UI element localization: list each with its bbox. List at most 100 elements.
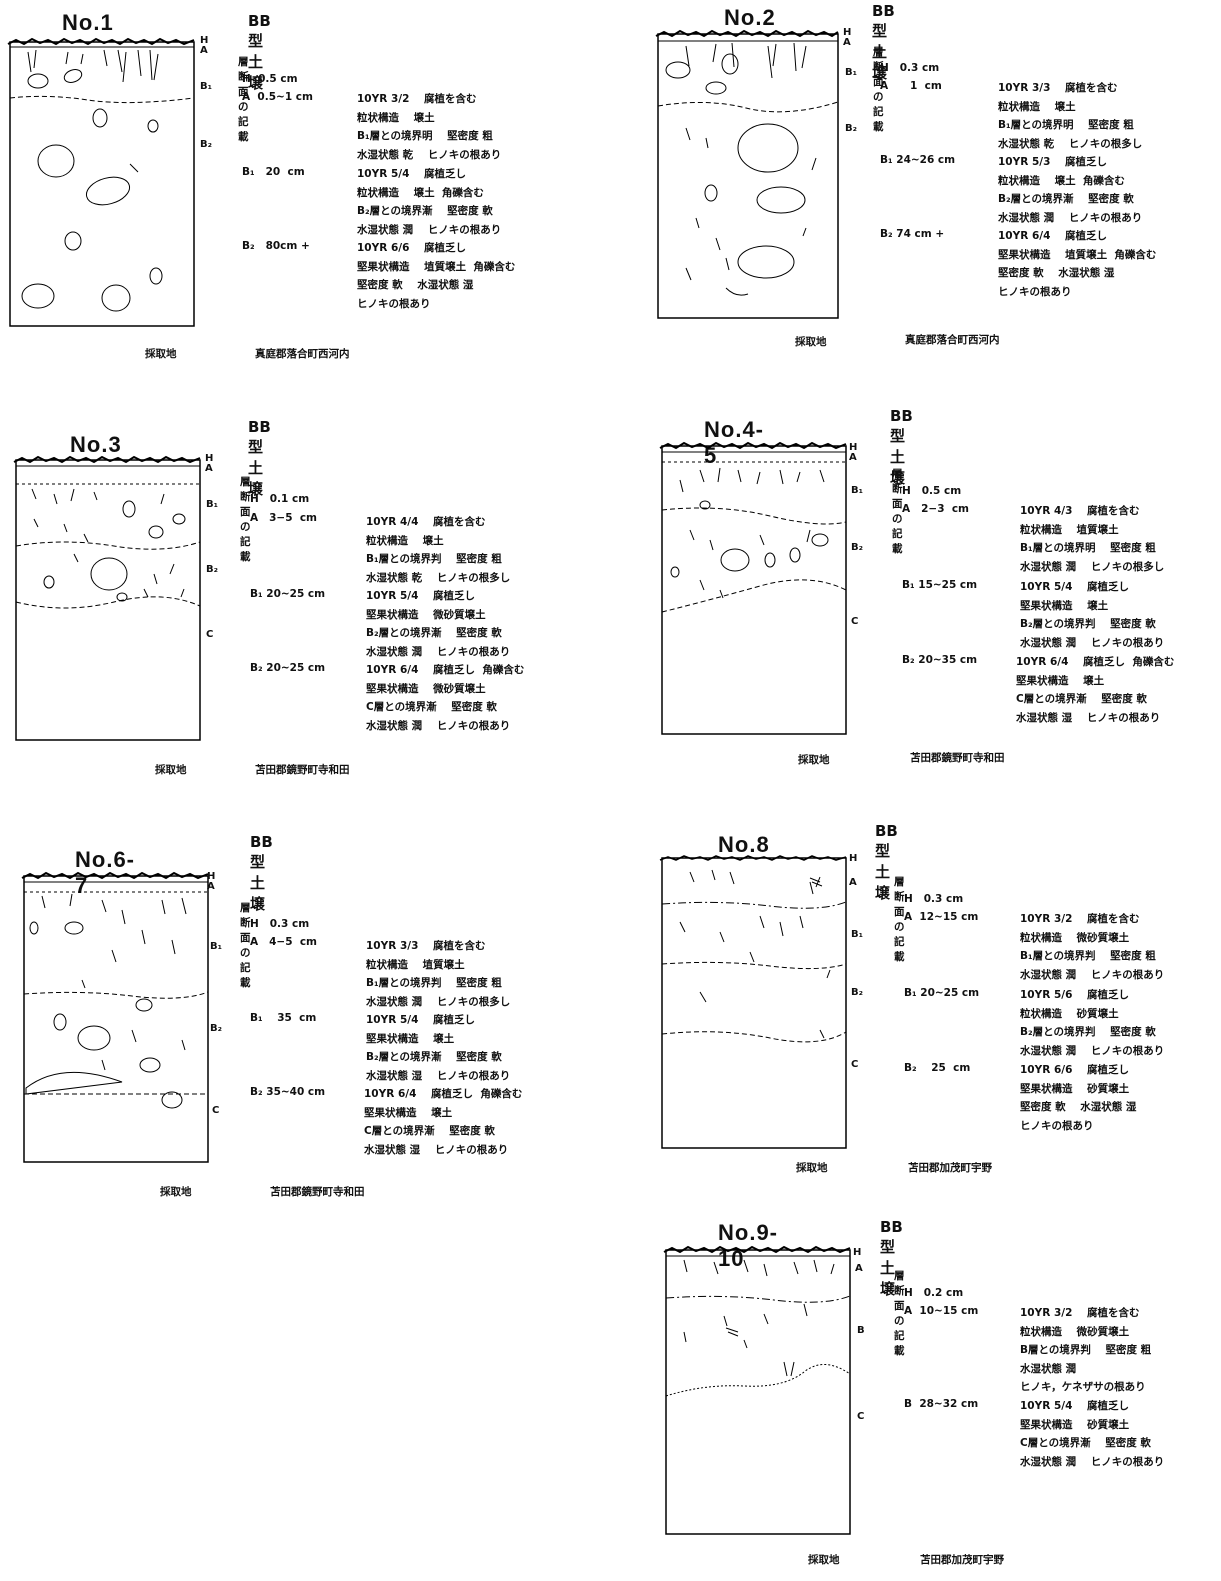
soil-type-title: BB型土壌 (250, 833, 273, 914)
desc-line: 10YR 4/3 腐植を含む (1020, 503, 1164, 522)
horizon-depth: H 0.5 cm (242, 73, 298, 85)
record-heading: 層断面の記載 (894, 1268, 905, 1358)
horizon-depth: B₂ 20~25 cm (250, 662, 325, 674)
desc-line: 粒状構造 壌土 (357, 110, 501, 129)
desc-line: 堅果状構造 砂質壌土 (1020, 1081, 1136, 1100)
desc-line: B₂層との境界判 堅密度 軟 (1020, 616, 1164, 635)
horizon-depth: H 0.2 cm (904, 1287, 963, 1299)
horizon-description: 10YR 6/4 腐植乏し 角礫含む 堅果状構造 壌土 C層との境界漸 堅密度 … (364, 1086, 522, 1160)
soil-profile-drawing-1 (8, 36, 208, 336)
desc-line: 水湿状態 潤 ヒノキの根あり (1020, 967, 1164, 986)
horizon-description: 10YR 5/4 腐植乏し 粒状構造 壌土 角礫含む B₂層との境界漸 堅密度 … (357, 166, 501, 240)
horizon-description: 10YR 3/2 腐植を含む 粒状構造 微砂質壌土 B層との境界判 堅密度 粗 … (1020, 1305, 1151, 1398)
record-heading: 層断面の記載 (892, 466, 903, 556)
horizon-label: C (212, 1106, 219, 1116)
horizon-label: B₁ (210, 942, 222, 952)
desc-line: B₂層との境界判 堅密度 軟 (1020, 1024, 1164, 1043)
location-label: 採取地 (798, 752, 830, 767)
horizon-label: B₂ (851, 988, 863, 998)
record-heading: 層断面の記載 (240, 474, 251, 564)
location-label: 採取地 (795, 334, 827, 349)
desc-line: 10YR 3/3 腐植を含む (998, 80, 1142, 99)
desc-line: B₁層との境界判 堅密度 粗 (366, 975, 510, 994)
horizon-depth: B 28~32 cm (904, 1398, 978, 1410)
desc-line: 粒状構造 砂質壌土 (1020, 1006, 1164, 1025)
desc-line: 水湿状態 潤 ヒノキの根多し (366, 994, 510, 1013)
horizon-depth: H 0.3 cm (880, 62, 939, 74)
horizon-label: C (851, 617, 858, 627)
horizon-description: 10YR 5/4 腐植乏し 堅果状構造 微砂質壌土 B₂層との境界漸 堅密度 軟… (366, 588, 510, 662)
desc-line: 粒状構造 壌土 角礫含む (357, 185, 501, 204)
desc-line: B₁層との境界判 堅密度 粗 (366, 551, 510, 570)
desc-line: ヒノキの根あり (357, 296, 515, 315)
horizon-depth: A 1 cm (880, 80, 942, 92)
horizon-description: 10YR 5/4 腐植乏し 堅果状構造 壌土 B₂層との境界判 堅密度 軟 水湿… (1020, 579, 1164, 653)
desc-line: 堅果状構造 埴質壌土 角礫含む (357, 259, 515, 278)
desc-line: 10YR 3/2 腐植を含む (1020, 911, 1164, 930)
desc-line: 水湿状態 潤 ヒノキの根あり (1020, 1454, 1164, 1473)
desc-line: 堅果状構造 微砂質壌土 (366, 607, 510, 626)
horizon-description: 10YR 5/3 腐植乏し 粒状構造 壌土 角礫含む B₂層との境界漸 堅密度 … (998, 154, 1142, 228)
desc-line: 水湿状態 潤 ヒノキの根あり (998, 210, 1142, 229)
horizon-label: A (849, 878, 857, 888)
desc-line: 堅果状構造 壌土 (364, 1105, 522, 1124)
desc-line: B₁層との境界判 堅密度 粗 (1020, 948, 1164, 967)
horizon-label: B₁ (851, 930, 863, 940)
desc-line: B₁層との境界明 堅密度 粗 (998, 117, 1142, 136)
horizon-depth: B₁ 20~25 cm (904, 987, 979, 999)
location-label: 採取地 (808, 1552, 840, 1567)
horizon-depth: H 0.5 cm (902, 485, 961, 497)
desc-line: 堅果状構造 壌土 (1016, 673, 1174, 692)
soil-type-title: BB型土壌 (248, 418, 271, 499)
horizon-depth: A 2−3 cm (902, 503, 969, 515)
horizon-description: 10YR 3/2 腐植を含む 粒状構造 壌土 B₁層との境界明 堅密度 粗 水湿… (357, 91, 501, 165)
desc-line: B₂層との境界漸 堅密度 軟 (366, 1049, 510, 1068)
horizon-label: C (857, 1412, 864, 1422)
desc-line: 水湿状態 湿 ヒノキの根あり (364, 1142, 522, 1161)
horizon-depth: B₁ 15~25 cm (902, 579, 977, 591)
horizon-depth: B₂ 80cm + (242, 240, 310, 252)
horizon-depth: B₁ 20~25 cm (250, 588, 325, 600)
desc-line: 10YR 3/3 腐植を含む (366, 938, 510, 957)
horizon-description: 10YR 6/6 腐植乏し 堅果状構造 埴質壌土 角礫含む 堅密度 軟 水湿状態… (357, 240, 515, 314)
soil-profile-drawing-6 (660, 852, 850, 1152)
desc-line: ヒノキの根あり (998, 284, 1156, 303)
desc-line: B₁層との境界明 堅密度 粗 (1020, 540, 1164, 559)
desc-line: 堅果状構造 壌土 (366, 1031, 510, 1050)
desc-line: 10YR 6/4 腐植乏し (998, 228, 1156, 247)
desc-line: 堅密度 軟 水湿状態 湿 (1020, 1099, 1136, 1118)
desc-line: 堅果状構造 微砂質壌土 (366, 681, 524, 700)
record-heading: 層断面の記載 (894, 874, 905, 964)
desc-line: 水湿状態 湿 ヒノキの根あり (366, 1068, 510, 1087)
desc-line: ヒノキ，ケネザサの根あり (1020, 1379, 1151, 1398)
horizon-depth: B₂ 74 cm + (880, 228, 944, 240)
record-heading: 層断面の記載 (240, 900, 251, 990)
desc-line: 10YR 3/2 腐植を含む (357, 91, 501, 110)
desc-line: 10YR 3/2 腐植を含む (1020, 1305, 1151, 1324)
desc-line: B₁層との境界明 堅密度 粗 (357, 128, 501, 147)
horizon-description: 10YR 6/4 腐植乏し 角礫含む 堅果状構造 微砂質壌土 C層との境界漸 堅… (366, 662, 524, 736)
location-value: 苫田郡鏡野町寺和田 (910, 750, 1005, 765)
desc-line: 10YR 5/4 腐植乏し (1020, 579, 1164, 598)
horizon-depth: H 0.3 cm (250, 918, 309, 930)
desc-line: 10YR 6/4 腐植乏し 角礫含む (364, 1086, 522, 1105)
horizon-depth: B₂ 20~35 cm (902, 654, 977, 666)
desc-line: 水湿状態 潤 ヒノキの根あり (1020, 1043, 1164, 1062)
desc-line: 水湿状態 潤 ヒノキの根多し (1020, 559, 1164, 578)
location-value: 苫田郡鏡野町寺和田 (255, 762, 350, 777)
horizon-description: 10YR 3/3 腐植を含む 粒状構造 埴質壌土 B₁層との境界判 堅密度 粗 … (366, 938, 510, 1012)
horizon-label: H (849, 854, 857, 864)
horizon-label: B₁ (845, 68, 857, 78)
soil-profile-drawing-4 (660, 440, 852, 740)
horizon-depth: A 3−5 cm (250, 512, 317, 524)
location-label: 採取地 (796, 1160, 828, 1175)
desc-line: C層との境界漸 堅密度 軟 (364, 1123, 522, 1142)
location-value: 苫田郡加茂町宇野 (908, 1160, 992, 1175)
horizon-description: 10YR 5/4 腐植乏し 堅果状構造 壌土 B₂層との境界漸 堅密度 軟 水湿… (366, 1012, 510, 1086)
horizon-description: 10YR 6/4 腐植乏し 角礫含む 堅果状構造 壌土 C層との境界漸 堅密度 … (1016, 654, 1174, 728)
soil-profile-drawing-7 (664, 1244, 854, 1540)
location-value: 苫田郡鏡野町寺和田 (270, 1184, 365, 1199)
desc-line: C層との境界漸 堅密度 軟 (1020, 1435, 1164, 1454)
desc-line: B₂層との境界漸 堅密度 軟 (366, 625, 510, 644)
desc-line: 10YR 6/4 腐植乏し 角礫含む (1016, 654, 1174, 673)
